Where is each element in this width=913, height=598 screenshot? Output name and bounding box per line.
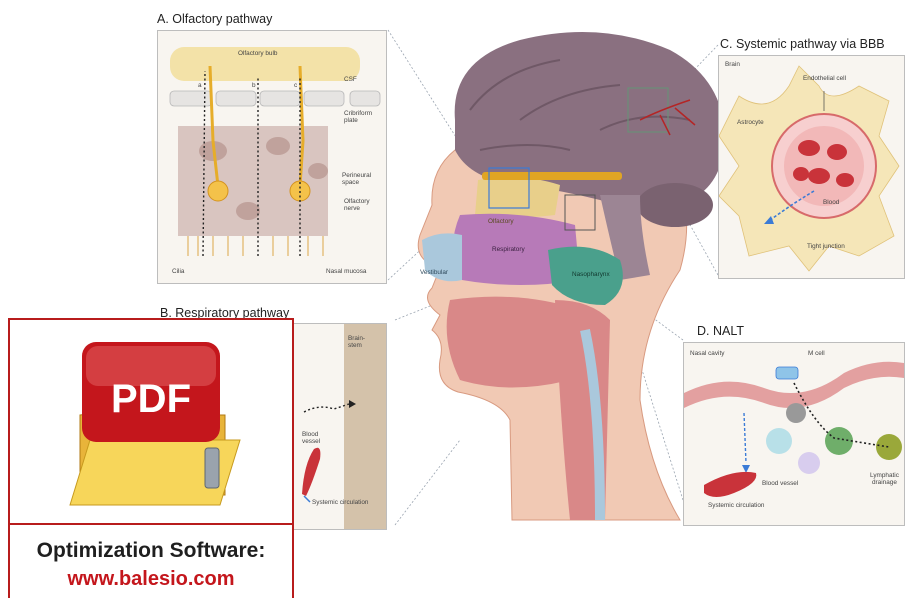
- panel-d: Nasal cavity M cell Blood vessel Lymphat…: [683, 342, 905, 526]
- label-a: a: [198, 83, 202, 90]
- panel-a: Olfactory bulb CSF a b c Cribriform plat…: [157, 30, 387, 284]
- label-blood: Blood: [823, 200, 839, 207]
- label-endothelial: Endothelial cell: [803, 76, 846, 83]
- label-astrocyte: Astrocyte: [737, 120, 764, 127]
- panel-d-drawing: [684, 343, 904, 525]
- panel-c: Brain Endothelial cell Astrocyte Blood T…: [718, 55, 905, 279]
- nasopharynx-region-label: Nasopharynx: [572, 272, 610, 279]
- panel-c-title: C. Systemic pathway via BBB: [720, 37, 885, 51]
- label-d-blood-vessel: Blood vessel: [762, 481, 798, 488]
- cerebellum: [637, 183, 713, 227]
- badge-url-link[interactable]: www.balesio.com: [10, 568, 292, 591]
- label-brainstem: Brain- stem: [348, 336, 365, 349]
- label-olfactory-nerve: Olfactory nerve: [344, 199, 370, 212]
- label-nasal-mucosa: Nasal mucosa: [326, 269, 367, 276]
- label-brain: Brain: [725, 62, 740, 69]
- label-cribriform: Cribriform plate: [344, 111, 372, 124]
- label-b: b: [252, 83, 256, 90]
- respiratory-region-label: Respiratory: [492, 247, 525, 254]
- label-c: c: [294, 83, 297, 90]
- label-olfactory-bulb: Olfactory bulb: [238, 51, 277, 58]
- label-m-cell: M cell: [808, 351, 825, 358]
- label-tight-junction: Tight junction: [807, 244, 845, 251]
- pdf-folder-icon: PDF: [10, 320, 292, 520]
- vestibular-region-label: Vestibular: [420, 270, 448, 277]
- label-lymphatic: Lymphatic drainage: [870, 473, 899, 486]
- label-d-systemic: Systemic circulation: [708, 503, 764, 510]
- panel-b: Brain- stem Blood vessel Systemic circul…: [293, 323, 387, 530]
- label-nasal-cavity: Nasal cavity: [690, 351, 724, 358]
- badge-title: Optimization Software:: [10, 539, 292, 563]
- panel-a-drawing: [158, 31, 386, 283]
- label-b-systemic: Systemic circulation: [312, 500, 368, 507]
- pdf-icon-text: PDF: [111, 377, 191, 421]
- label-cilia: Cilia: [172, 269, 184, 276]
- panel-d-title: D. NALT: [697, 324, 744, 338]
- badge-divider: [10, 523, 292, 525]
- olfactory-region-label: Olfactory: [488, 219, 514, 226]
- pdf-optimization-badge[interactable]: PDF Optimization Software: www.balesio.c…: [8, 318, 294, 598]
- panel-a-title: A. Olfactory pathway: [157, 12, 272, 26]
- label-csf: CSF: [344, 77, 357, 84]
- olfactory-region: [475, 177, 560, 218]
- label-perineural: Perineural space: [342, 173, 371, 186]
- label-b-blood-vessel: Blood vessel: [302, 432, 320, 445]
